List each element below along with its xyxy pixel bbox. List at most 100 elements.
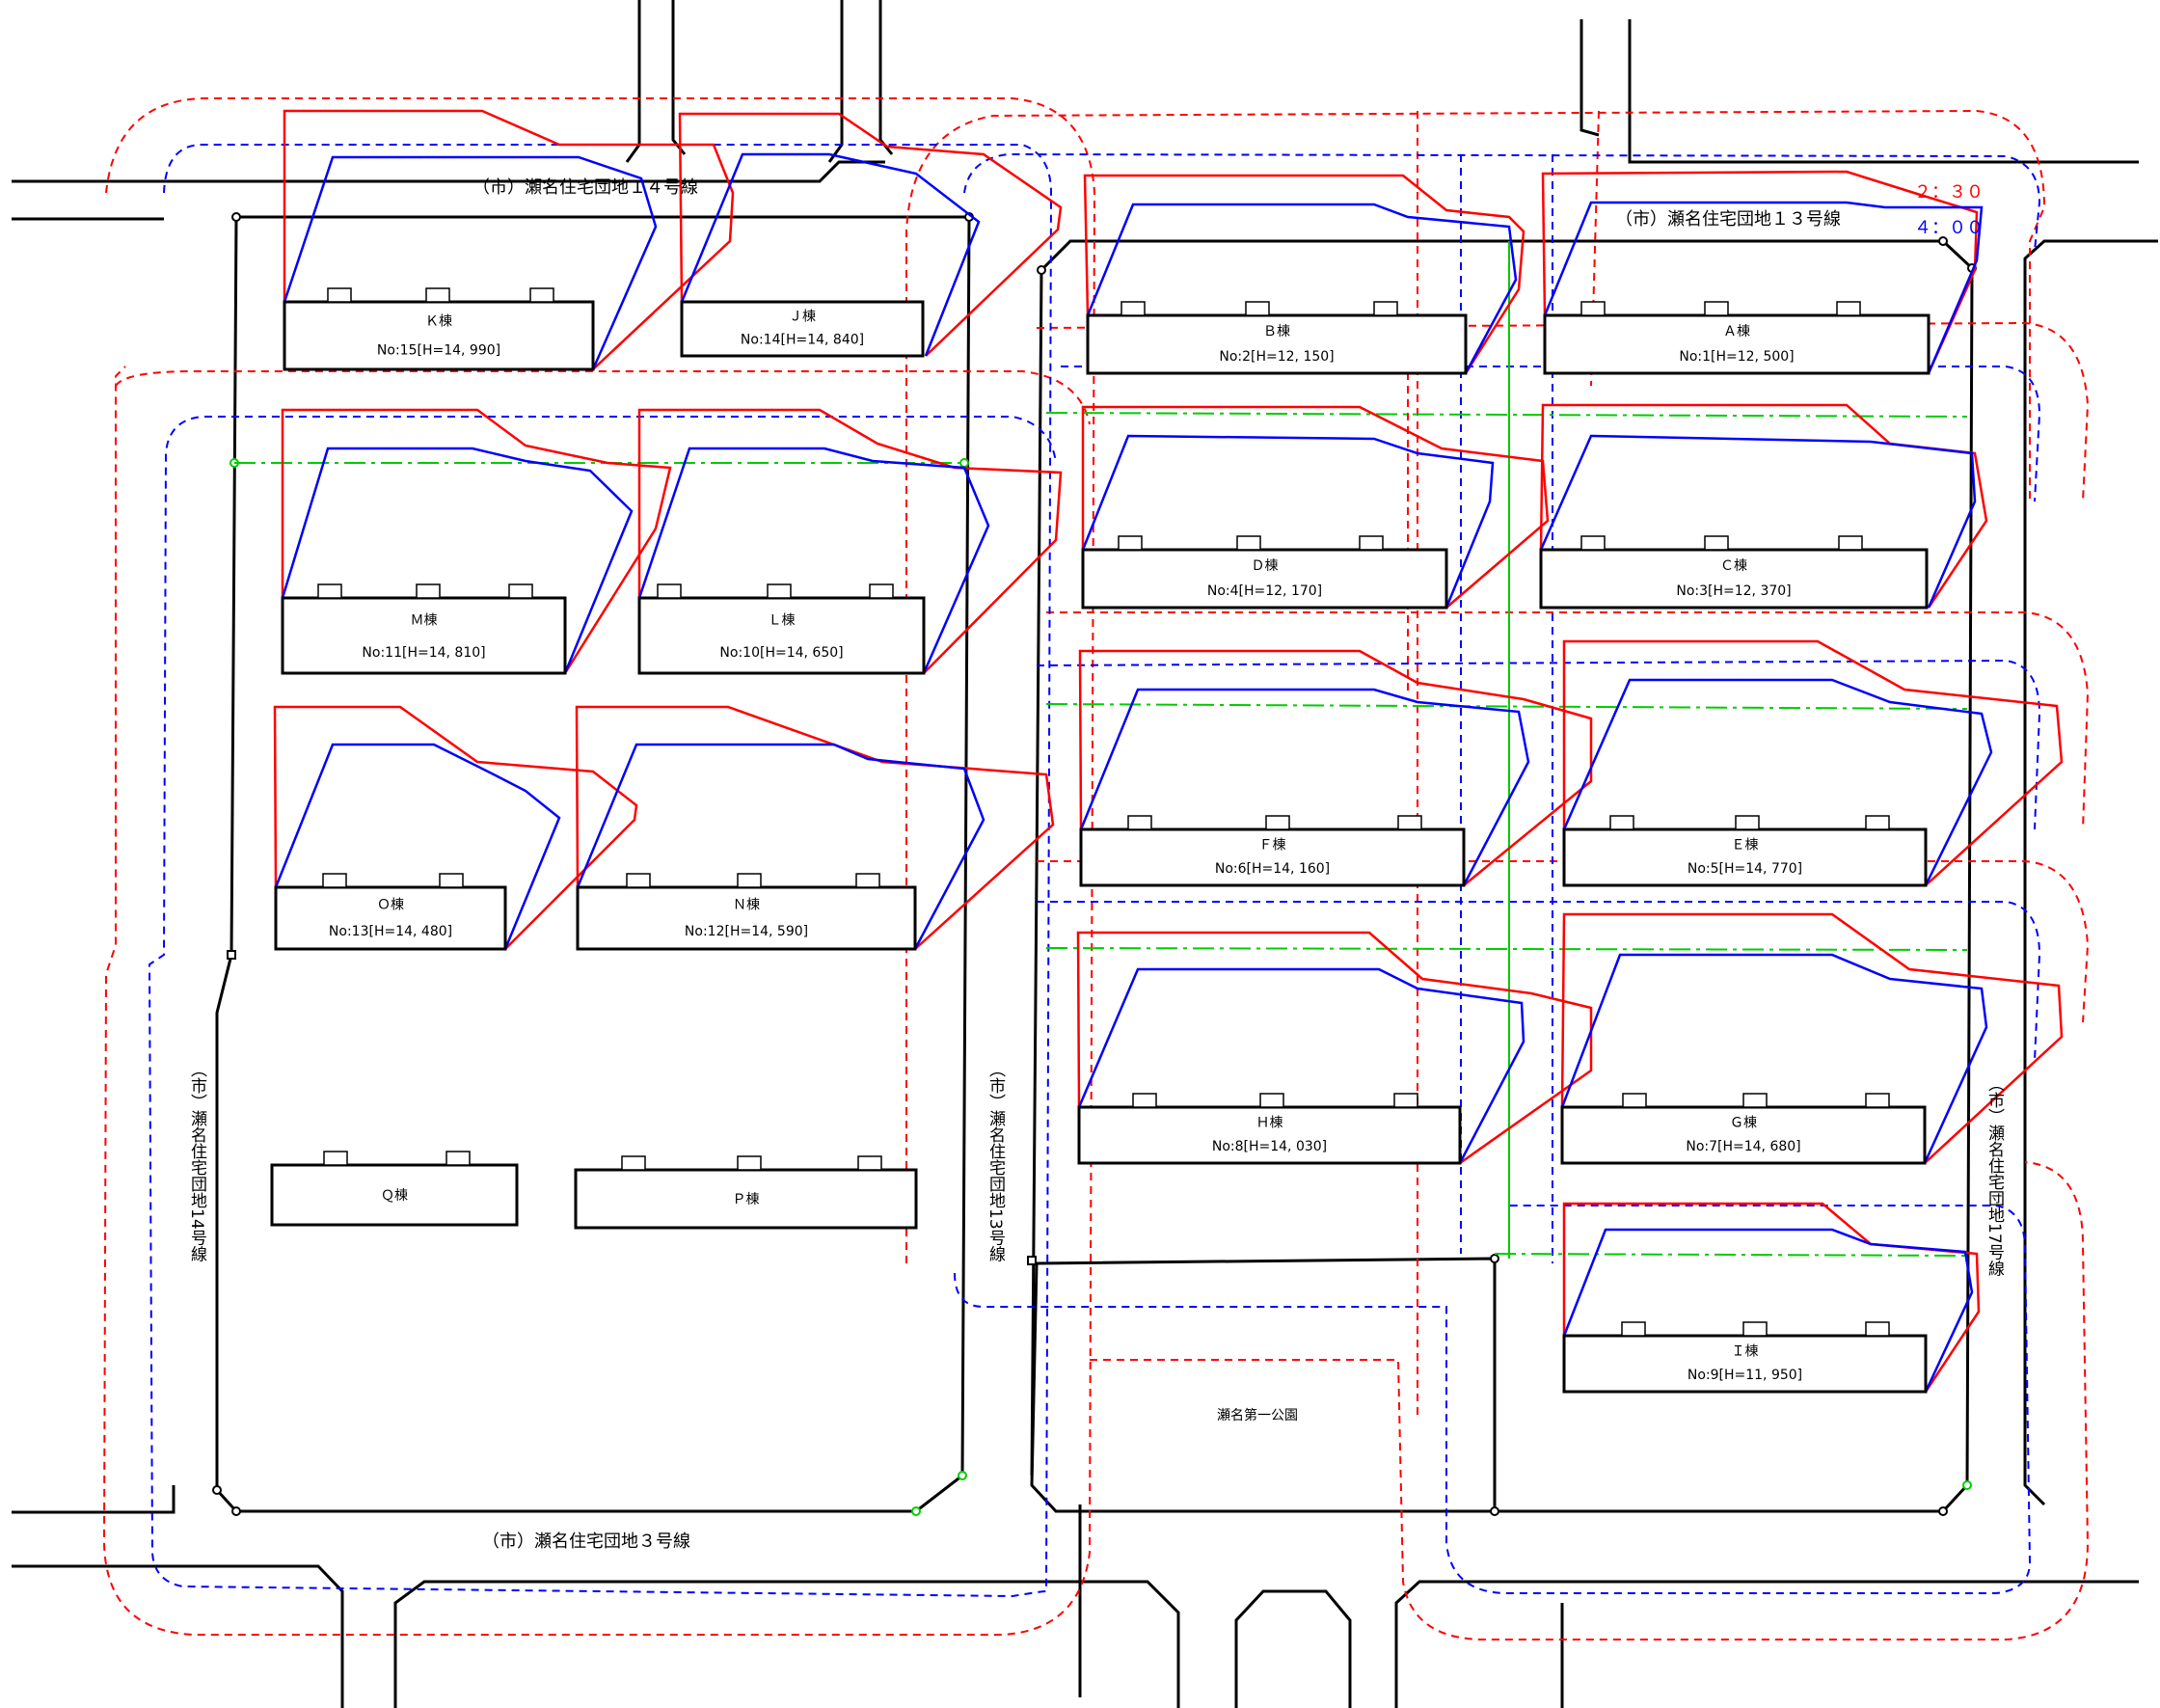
building-name: Ｎ棟 [733,897,760,912]
building-height-label: No:15[H=14, 990] [377,343,500,359]
shadow-outline-4h00 [1562,678,1993,886]
shadow-outline-2h30 [1076,931,1593,1165]
building-height-label: No:8[H=14, 030] [1212,1139,1327,1154]
road-label-north-east: （市）瀬名住宅団地１３号線 [1615,209,1841,230]
building-height-label: No:13[H=14, 480] [329,924,452,939]
rooftop-unit [869,583,894,599]
building-footprint [1539,548,1929,610]
rooftop-unit [317,583,342,599]
rooftop-unit [446,1151,471,1166]
rooftop-unit [1865,1321,1890,1337]
building-name: Ｍ棟 [411,612,438,628]
road-edge [393,1580,1180,1708]
shadow-outline-4h00 [1081,434,1495,609]
rooftop-unit [322,873,347,888]
building-footprint [281,596,567,675]
road-label-south: （市）瀬名住宅団地３号線 [482,1532,690,1552]
rooftop-unit [855,873,880,888]
rooftop-unit [626,873,651,888]
rooftop-unit [1735,815,1760,830]
rooftop-unit [1609,815,1634,830]
survey-nodes-green [230,458,1972,1516]
rooftop-unit [327,287,352,303]
shadow-outline-4h00 [274,743,561,950]
road-edge [12,1485,176,1514]
building-footprint [1081,548,1448,610]
road-edge [1628,19,2139,164]
shadow-outline-4h00 [1543,201,1984,374]
building-height-label: No:2[H=12, 150] [1219,349,1334,365]
shadow-outline-4h00 [1560,953,1988,1164]
site-boundary-east [1030,239,1974,1513]
rooftop-unit [1838,535,1863,551]
rooftop-unit [1127,815,1152,830]
road-label-west-vertical: （市）瀬名住宅団地14号線 [187,1061,207,1262]
building-name: Ｏ棟 [377,897,404,912]
shadow-outline-4h00 [1077,967,1526,1164]
shadow-outline-2h30 [1541,170,1979,374]
shadow-outline-2h30 [283,109,735,370]
shadow-outline-4h00 [1539,434,1977,609]
rooftop-unit [529,287,554,303]
building-footprint [1562,1334,1928,1394]
rooftop-unit [1704,301,1729,316]
shadow-outline-2h30 [281,408,672,674]
building-height-label: No:6[H=14, 160] [1215,861,1330,877]
rooftop-unit [621,1155,646,1171]
building-name: Ｐ棟 [733,1192,760,1207]
building-k: Ｋ棟 No:15[H=14, 990] [283,109,735,371]
building-name: Ｈ棟 [1256,1115,1283,1130]
rooftop-unit [657,583,682,599]
road-label-north-west: （市）瀬名住宅団地１４号線 [472,177,698,198]
rooftop-unit [1865,1093,1890,1108]
building-name: Ｌ棟 [769,612,796,628]
rooftop-unit [1359,535,1384,551]
rooftop-unit [737,1155,762,1171]
building-name: Ｃ棟 [1720,558,1747,574]
building-q: Ｑ棟 [270,1151,519,1227]
building-h: Ｈ棟 No:8[H=14, 030] [1076,931,1593,1165]
road-edge [625,0,641,163]
rooftop-unit [1265,815,1290,830]
shadow-outline-2h30 [1083,174,1526,374]
building-name: Ｇ棟 [1730,1115,1757,1130]
park-label: 瀬名第一公園 [1217,1407,1298,1423]
rooftop-unit [425,287,450,303]
building-name: Ｊ棟 [789,310,816,325]
rooftop-unit [1373,301,1398,316]
shadow-outline-4h00 [281,447,634,674]
building-name: Ｆ棟 [1259,837,1286,853]
road-edge [1580,19,1600,137]
rooftop-unit [1259,1093,1284,1108]
building-height-label: No:4[H=12, 170] [1207,583,1322,599]
site-boundary-west [215,215,971,1513]
building-footprint [270,1163,519,1227]
building-name: Ｋ棟 [425,314,452,330]
road-edge [12,160,885,183]
road-label-east-vertical: （市）瀬名住宅団地17号線 [1984,1075,2005,1277]
rooftop-unit [416,583,441,599]
building-footprint [283,300,595,371]
building-footprint [1086,313,1468,375]
rooftop-unit [1704,535,1729,551]
rooftop-unit [1836,301,1861,316]
rooftop-unit [1245,301,1270,316]
building-name: Ｉ棟 [1732,1343,1759,1359]
shadow-outline-2h30 [1562,639,2064,886]
rooftop-unit [1580,535,1606,551]
building-height-label: No:9[H=11, 950] [1688,1368,1802,1383]
building-height-label: No:5[H=14, 770] [1688,861,1802,877]
building-name: Ｑ棟 [381,1188,408,1204]
rooftop-unit [1120,301,1146,316]
shadow-outline-2h30 [1560,912,2064,1164]
building-footprint [1079,827,1466,887]
